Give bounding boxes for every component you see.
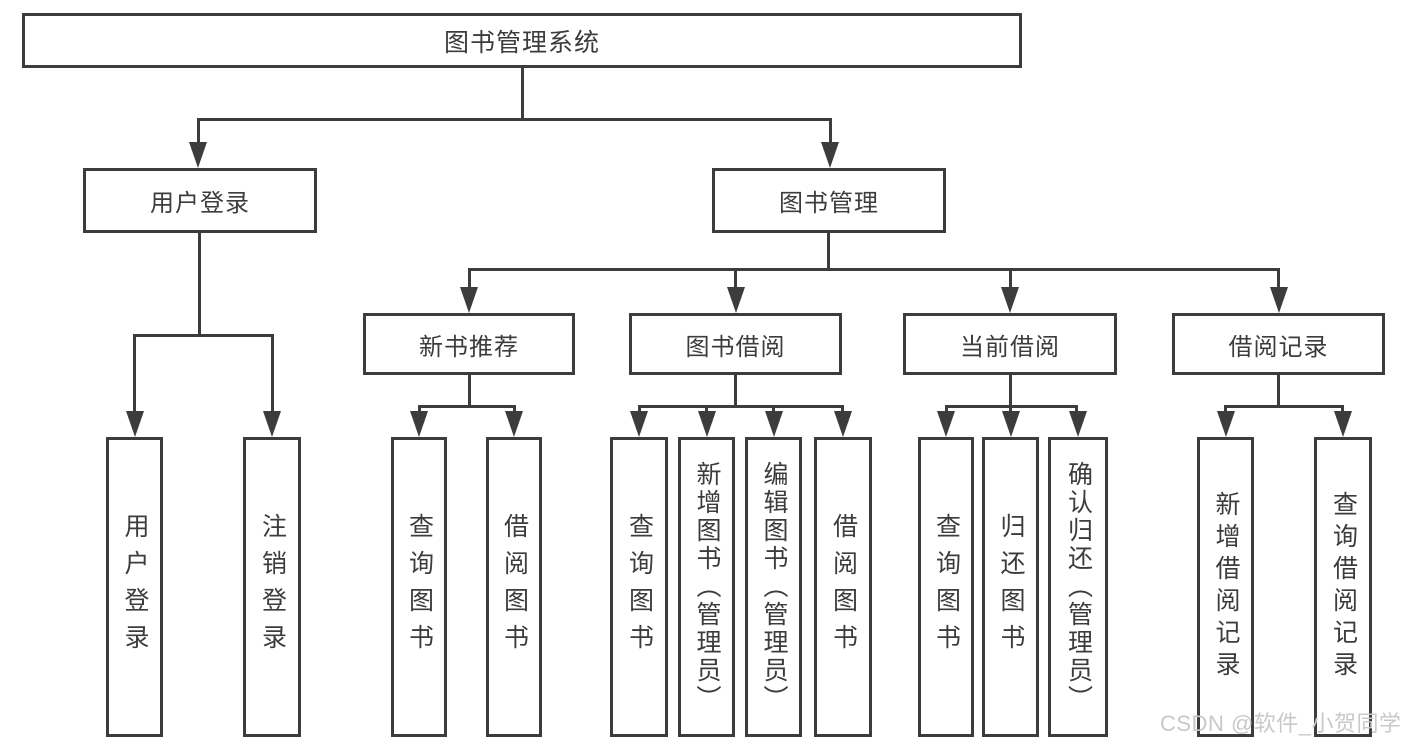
node-book-borrow-label: 图书借阅 xyxy=(685,333,786,361)
leaf-borrow-books-recommend-label: 借阅图书 xyxy=(500,513,529,661)
leaf-add-book-admin: 新增图书（管理员） xyxy=(678,437,735,737)
connector-vline xyxy=(1009,375,1012,405)
connector-arrow xyxy=(126,411,144,437)
connector-vline xyxy=(829,118,832,146)
node-new-book-recommend: 新书推荐 xyxy=(363,313,575,375)
connector-vline xyxy=(827,233,830,268)
node-root-label: 图书管理系统 xyxy=(443,28,600,57)
leaf-query-books-borrow: 查询图书 xyxy=(610,437,668,737)
connector-vline xyxy=(705,405,708,415)
connector-vline xyxy=(1277,268,1280,289)
connector-vline xyxy=(418,405,421,415)
node-book-borrow: 图书借阅 xyxy=(629,313,842,375)
connector-arrow xyxy=(834,411,852,437)
connector-hline xyxy=(418,405,516,408)
connector-vline xyxy=(734,268,737,289)
leaf-user-login: 用户登录 xyxy=(106,437,163,737)
connector-arrow xyxy=(937,411,955,437)
connector-vline xyxy=(513,405,516,415)
connector-vline xyxy=(1341,405,1344,415)
connector-hline xyxy=(133,334,274,337)
connector-arrow xyxy=(410,411,428,437)
leaf-edit-book-admin: 编辑图书（管理员） xyxy=(745,437,802,737)
leaf-add-borrow-record: 新增借阅记录 xyxy=(1197,437,1254,737)
connector-arrow xyxy=(1001,287,1019,313)
leaf-logout: 注销登录 xyxy=(243,437,301,737)
leaf-confirm-return-admin-label: 确认归还（管理员） xyxy=(1064,461,1093,713)
connector-vline xyxy=(841,405,844,415)
connector-arrow xyxy=(1270,287,1288,313)
connector-hline xyxy=(638,405,844,408)
node-new-book-recommend-label: 新书推荐 xyxy=(419,333,519,361)
connector-arrow xyxy=(698,411,716,437)
connector-vline xyxy=(1075,405,1078,415)
leaf-query-books-recommend-label: 查询图书 xyxy=(405,513,434,661)
connector-arrow xyxy=(263,411,281,437)
connector-vline xyxy=(133,334,136,413)
connector-arrow xyxy=(1334,411,1352,437)
connector-arrow xyxy=(1069,411,1087,437)
leaf-user-login-label: 用户登录 xyxy=(121,513,149,661)
leaf-borrow-books-recommend: 借阅图书 xyxy=(486,437,542,737)
node-user-login-label: 用户登录 xyxy=(150,190,250,217)
connector-vline xyxy=(1277,375,1280,405)
connector-arrow xyxy=(765,411,783,437)
connector-vline xyxy=(521,68,524,118)
connector-vline xyxy=(945,405,948,415)
node-borrow-records: 借阅记录 xyxy=(1172,313,1385,375)
connector-vline xyxy=(197,118,200,146)
watermark: CSDN @软件_小贺同学 xyxy=(1160,711,1402,736)
connector-vline xyxy=(1009,405,1012,415)
leaf-logout-label: 注销登录 xyxy=(258,513,287,661)
leaf-borrow-books: 借阅图书 xyxy=(814,437,872,737)
connector-arrow xyxy=(460,287,478,313)
connector-hline xyxy=(1224,405,1344,408)
leaf-edit-book-admin-label: 编辑图书（管理员） xyxy=(760,461,788,713)
leaf-query-books-current: 查询图书 xyxy=(918,437,974,737)
leaf-add-borrow-record-label: 新增借阅记录 xyxy=(1212,491,1240,683)
connector-vline xyxy=(772,405,775,415)
leaf-query-books-recommend: 查询图书 xyxy=(391,437,447,737)
leaf-add-book-admin-label: 新增图书（管理员） xyxy=(693,461,721,713)
connector-arrow xyxy=(1002,411,1020,437)
connector-vline xyxy=(271,334,274,413)
node-current-borrow-label: 当前借阅 xyxy=(960,333,1060,361)
connector-vline xyxy=(734,375,737,405)
leaf-query-borrow-record: 查询借阅记录 xyxy=(1314,437,1372,737)
leaf-borrow-books-label: 借阅图书 xyxy=(829,513,858,661)
connector-vline xyxy=(638,405,641,415)
connector-vline xyxy=(1224,405,1227,415)
connector-arrow xyxy=(189,142,207,168)
connector-vline xyxy=(198,233,201,334)
node-current-borrow: 当前借阅 xyxy=(903,313,1117,375)
node-book-management-label: 图书管理 xyxy=(779,190,879,217)
connector-vline xyxy=(468,375,471,405)
node-root: 图书管理系统 xyxy=(22,13,1022,68)
connector-hline xyxy=(468,268,1280,271)
connector-hline xyxy=(197,118,832,121)
connector-vline xyxy=(468,268,471,289)
leaf-query-borrow-record-label: 查询借阅记录 xyxy=(1329,491,1358,683)
leaf-query-books-borrow-label: 查询图书 xyxy=(625,513,654,661)
node-book-management: 图书管理 xyxy=(712,168,946,233)
leaf-query-books-current-label: 查询图书 xyxy=(932,513,961,661)
connector-arrow xyxy=(630,411,648,437)
connector-arrow xyxy=(821,142,839,168)
connector-arrow xyxy=(1217,411,1235,437)
leaf-return-book: 归还图书 xyxy=(982,437,1039,737)
node-borrow-records-label: 借阅记录 xyxy=(1228,333,1329,361)
leaf-return-book-label: 归还图书 xyxy=(997,513,1025,661)
connector-arrow xyxy=(505,411,523,437)
connector-vline xyxy=(1009,268,1012,289)
connector-arrow xyxy=(727,287,745,313)
node-user-login: 用户登录 xyxy=(83,168,317,233)
leaf-confirm-return-admin: 确认归还（管理员） xyxy=(1048,437,1108,737)
